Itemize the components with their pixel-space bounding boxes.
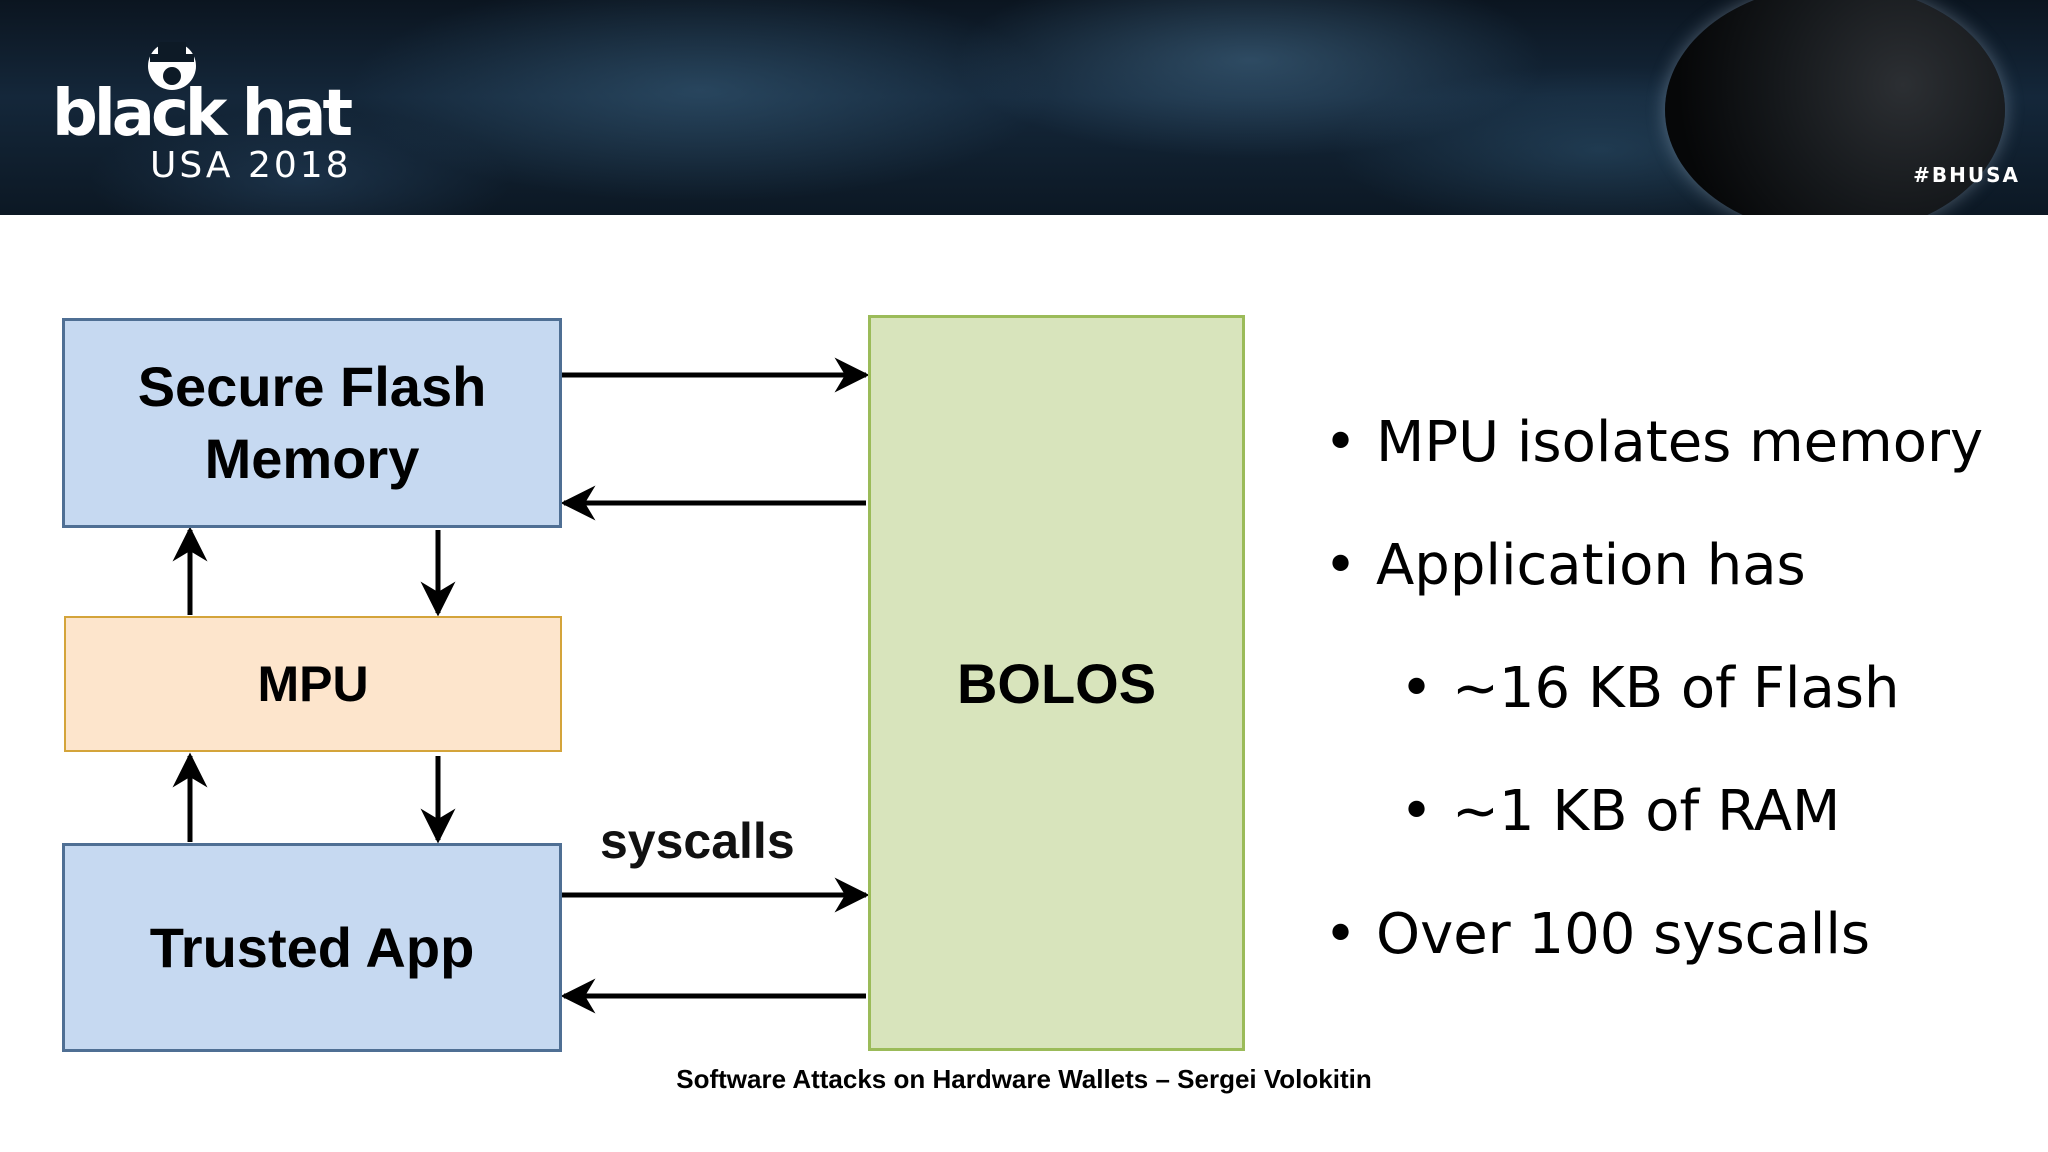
hat-icon xyxy=(148,42,196,90)
bullet-item: •Application has xyxy=(1324,533,1806,598)
footer-caption: Software Attacks on Hardware Wallets – S… xyxy=(676,1064,1372,1094)
header-banner: black hat USA 2018 #BHUSA xyxy=(0,0,2048,215)
bullet-item: •MPU isolates memory xyxy=(1324,410,1984,475)
sub-bullet-item: •~16 KB of Flash xyxy=(1400,656,1900,721)
syscalls-label: syscalls xyxy=(600,813,795,869)
mpu-box: MPU xyxy=(64,616,562,752)
bolos-box: BOLOS xyxy=(868,315,1245,1051)
logo-wordmark: black hat xyxy=(52,77,353,151)
trusted-app-box: Trusted App xyxy=(62,843,562,1052)
bullet-list: •MPU isolates memory •Application has •~… xyxy=(1320,398,2020,1013)
black-hat-logo: black hat USA 2018 xyxy=(52,36,422,186)
secure-flash-memory-box: Secure Flash Memory xyxy=(62,318,562,528)
sub-bullet-item: •~1 KB of RAM xyxy=(1400,779,1841,844)
bullet-item: •Over 100 syscalls xyxy=(1324,902,1871,967)
planet-image xyxy=(1665,0,2005,215)
logo-subtitle: USA 2018 xyxy=(150,145,352,186)
hashtag-label: #BHUSA xyxy=(1913,163,2020,187)
